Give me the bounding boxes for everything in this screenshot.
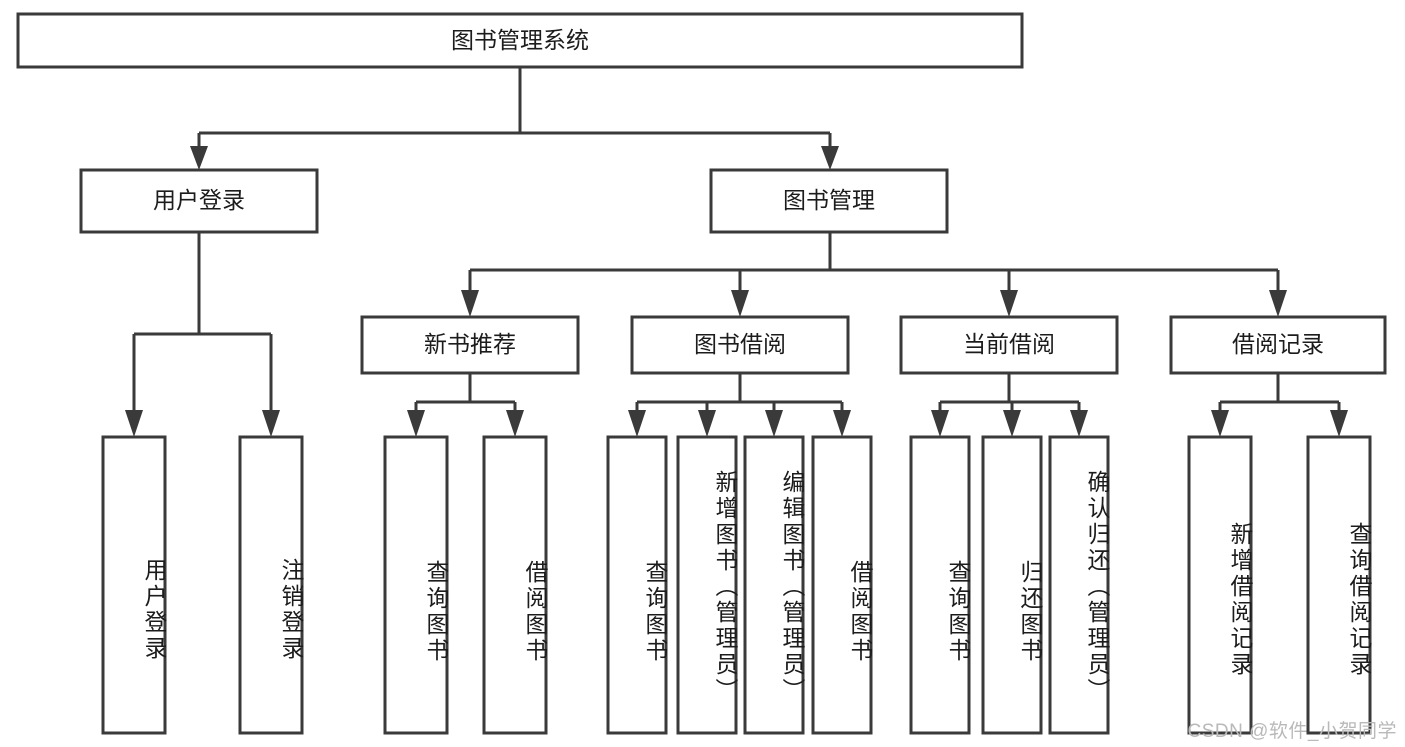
- arrowhead-to-borrow-record: [1269, 290, 1287, 317]
- leaf-box-borrow-book-2[interactable]: [811, 435, 873, 735]
- edge-root-bus: [197, 67, 832, 150]
- leaf-box-add-record[interactable]: [1187, 435, 1253, 735]
- arrowhead-leaf-borrow-book-2: [833, 410, 851, 437]
- node-root-box[interactable]: [16, 12, 1024, 69]
- leaf-box-add-book[interactable]: [676, 435, 738, 735]
- leaf-box-edit-book[interactable]: [743, 435, 805, 735]
- arrowhead-leaf-query-book-3: [931, 410, 949, 437]
- leaf-boxes-group: [101, 435, 1372, 735]
- leaf-box-query-book-2[interactable]: [606, 435, 668, 735]
- arrowhead-to-current-borrow: [1000, 290, 1018, 317]
- edge-currentborrow-bus: [938, 373, 1081, 412]
- leaf-box-borrow-book-1[interactable]: [482, 435, 548, 735]
- arrowhead-leaf-confirm-return: [1070, 410, 1088, 437]
- node-book-management-box[interactable]: [709, 168, 949, 234]
- arrowhead-leaf-borrow-book-1: [506, 410, 524, 437]
- arrowhead-leaf-user-login: [125, 410, 143, 437]
- leaf-box-query-record[interactable]: [1306, 435, 1372, 735]
- node-borrow-record-box[interactable]: [1169, 315, 1387, 375]
- node-new-book-recommend-label: 新书推荐: [424, 331, 516, 357]
- leaf-box-user-login[interactable]: [101, 435, 167, 735]
- node-book-borrow-box[interactable]: [630, 315, 850, 375]
- edge-bookborrow-bus: [635, 373, 844, 412]
- edge-newbookrec-bus: [414, 373, 517, 412]
- arrowhead-leaf-edit-book: [765, 410, 783, 437]
- node-book-management-label: 图书管理: [783, 187, 875, 213]
- edge-borrowrecord-bus: [1218, 373, 1341, 412]
- arrowhead-leaf-add-book: [698, 410, 716, 437]
- node-root-label: 图书管理系统: [451, 27, 589, 53]
- node-borrow-record[interactable]: 借阅记录: [1169, 315, 1387, 375]
- arrowhead-leaf-return-book: [1003, 410, 1021, 437]
- leaf-box-query-book-1[interactable]: [383, 435, 449, 735]
- arrowhead-leaf-add-record: [1211, 410, 1229, 437]
- arrowhead-leaf-query-book-2: [628, 410, 646, 437]
- arrowhead-leaf-query-book-1: [407, 410, 425, 437]
- node-current-borrow-box[interactable]: [899, 315, 1119, 375]
- node-user-login[interactable]: 用户登录: [79, 168, 319, 234]
- arrowhead-to-book-borrow: [731, 290, 749, 317]
- arrowhead-leaf-query-record: [1330, 410, 1348, 437]
- node-book-management[interactable]: 图书管理: [709, 168, 949, 234]
- arrowhead-to-new-book-rec: [461, 290, 479, 317]
- node-user-login-box[interactable]: [79, 168, 319, 234]
- arrowhead-leaf-user-logout: [262, 410, 280, 437]
- node-book-borrow[interactable]: 图书借阅: [630, 315, 850, 375]
- node-borrow-record-label: 借阅记录: [1232, 331, 1324, 357]
- node-new-book-recommend[interactable]: 新书推荐: [360, 315, 580, 375]
- node-current-borrow[interactable]: 当前借阅: [899, 315, 1119, 375]
- csdn-watermark: CSDN @软件_小贺同学: [1187, 721, 1397, 742]
- leaf-box-confirm-return[interactable]: [1048, 435, 1110, 735]
- node-book-borrow-label: 图书借阅: [694, 331, 786, 357]
- arrowhead-to-user-login: [190, 146, 208, 170]
- connectors-group: [125, 67, 1348, 437]
- node-current-borrow-label: 当前借阅: [963, 331, 1055, 357]
- leaf-box-query-book-3[interactable]: [909, 435, 971, 735]
- node-new-book-recommend-box[interactable]: [360, 315, 580, 375]
- leaf-box-user-logout[interactable]: [238, 435, 304, 735]
- arrowhead-to-book-mgmt: [821, 146, 839, 170]
- edge-userlogin-bus: [132, 232, 273, 412]
- node-user-login-label: 用户登录: [153, 187, 245, 213]
- node-root-system[interactable]: 图书管理系统: [16, 12, 1024, 69]
- edge-bookmgmt-bus: [468, 232, 1280, 292]
- leaf-box-return-book[interactable]: [981, 435, 1043, 735]
